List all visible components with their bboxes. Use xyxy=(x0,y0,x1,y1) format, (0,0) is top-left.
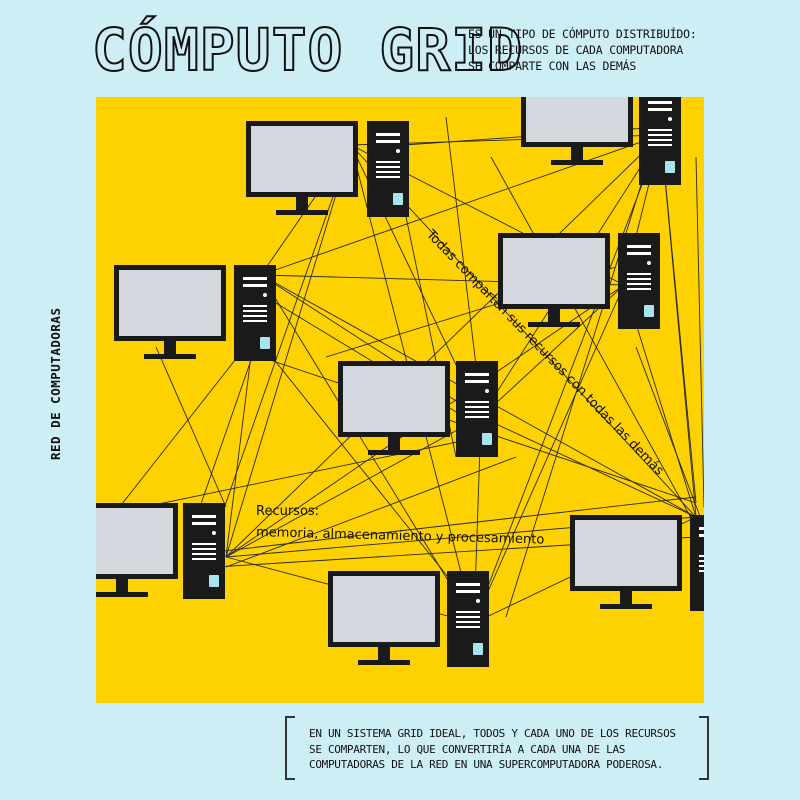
computer-tower-icon xyxy=(183,503,225,599)
computer-node xyxy=(96,503,225,599)
page-title: CÓMPUTO GRID xyxy=(91,16,524,84)
desktop-monitor-icon xyxy=(96,503,178,597)
computer-node xyxy=(521,97,681,185)
desktop-monitor-icon xyxy=(114,265,226,359)
computer-tower-icon xyxy=(639,97,681,185)
computer-node xyxy=(338,361,498,457)
footer-text: EN UN SISTEMA GRID IDEAL, TODOS Y CADA U… xyxy=(309,726,699,773)
computer-tower-icon xyxy=(447,571,489,667)
intro-line: ES UN TIPO DE CÓMPUTO DISTRIBUÍDO: xyxy=(468,27,697,41)
footer-note: EN UN SISTEMA GRID IDEAL, TODOS Y CADA U… xyxy=(285,716,709,780)
network-panel: Todas comparten sus recursos con todas l… xyxy=(96,97,704,703)
footer-line: EN UN SISTEMA GRID IDEAL, TODOS Y CADA U… xyxy=(309,727,676,740)
resources-annotation-detail: memoria, almacenamiento y procesamiento xyxy=(256,525,545,548)
left-bracket xyxy=(285,716,295,780)
computer-tower-icon xyxy=(367,121,409,217)
computer-tower-icon xyxy=(618,233,660,329)
computer-node xyxy=(570,515,704,611)
computer-node xyxy=(328,571,489,667)
footer-line: COMPUTADORAS DE LA RED EN UNA SUPERCOMPU… xyxy=(309,758,664,771)
computer-tower-icon xyxy=(234,265,276,361)
desktop-monitor-icon xyxy=(338,361,450,455)
computer-tower-icon xyxy=(456,361,498,457)
computer-node xyxy=(114,265,276,361)
intro-line: SE COMPARTE CON LAS DEMÁS xyxy=(468,59,637,73)
desktop-monitor-icon xyxy=(521,97,633,165)
computer-node xyxy=(246,121,409,217)
intro-line: LOS RECURSOS DE CADA COMPUTADORA xyxy=(468,43,684,57)
desktop-monitor-icon xyxy=(328,571,440,665)
right-bracket xyxy=(699,716,709,780)
footer-line: SE COMPARTEN, LO QUE CONVERTIRÍA A CADA … xyxy=(309,742,626,756)
computer-tower-icon xyxy=(690,515,704,611)
network-diagram: Todas comparten sus recursos con todas l… xyxy=(96,97,704,667)
resources-annotation-title: Recursos: xyxy=(256,504,319,519)
desktop-monitor-icon xyxy=(246,121,358,215)
intro-text: ES UN TIPO DE CÓMPUTO DISTRIBUÍDO: LOS R… xyxy=(468,26,768,74)
desktop-monitor-icon xyxy=(570,515,682,609)
side-label: RED DE COMPUTADORAS xyxy=(48,307,63,461)
computer-node xyxy=(498,233,660,329)
